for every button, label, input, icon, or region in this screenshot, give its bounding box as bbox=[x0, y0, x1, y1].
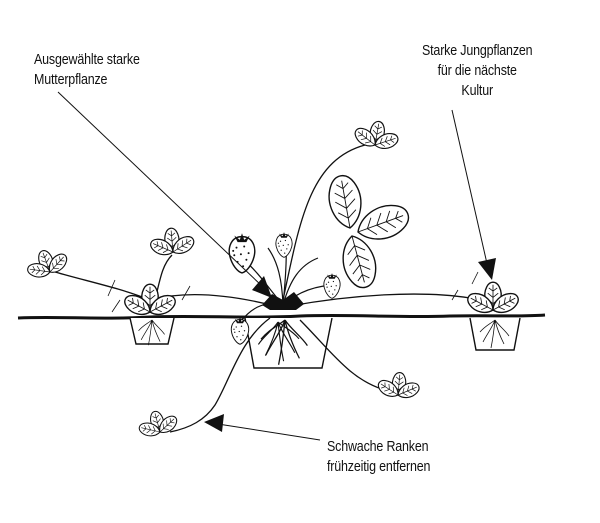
label-weak-runners-line1: Schwache Ranken bbox=[327, 439, 429, 455]
label-young-plants: Starke Jungpflanzen für die nächste Kult… bbox=[421, 41, 533, 101]
mother-plant bbox=[228, 172, 414, 345]
young-plant-upper-left bbox=[147, 226, 198, 260]
arrow-young-plants bbox=[451, 109, 496, 280]
label-weak-runners-line2: frühzeitig entfernen bbox=[327, 459, 431, 475]
young-plant-right-pot bbox=[465, 282, 522, 317]
left-pot bbox=[129, 317, 175, 345]
right-pot bbox=[469, 317, 521, 351]
young-plant-top-right bbox=[350, 117, 403, 155]
young-plant-far-left bbox=[21, 243, 74, 285]
runners bbox=[54, 144, 471, 433]
arrow-mother-plant bbox=[57, 91, 272, 298]
ground-line bbox=[17, 313, 546, 320]
label-mother-plant-line2: Mutterpflanze bbox=[34, 72, 108, 88]
young-plant-left-pot bbox=[122, 284, 179, 319]
arrow-weak-runners bbox=[204, 414, 321, 441]
weak-plant-bottom-left bbox=[134, 406, 183, 443]
weak-plant-bottom-right bbox=[375, 371, 423, 403]
label-young-plants-line2: für die nächste bbox=[437, 63, 517, 79]
label-young-plants-line3: Kultur bbox=[461, 83, 493, 99]
label-mother-plant-line1: Ausgewählte starke bbox=[34, 52, 140, 68]
label-young-plants-line1: Starke Jungpflanzen bbox=[421, 43, 533, 59]
label-weak-runners: Schwache Ranken frühzeitig entfernen bbox=[327, 437, 430, 477]
label-mother-plant: Ausgewählte starke Mutterpflanze bbox=[34, 50, 140, 90]
